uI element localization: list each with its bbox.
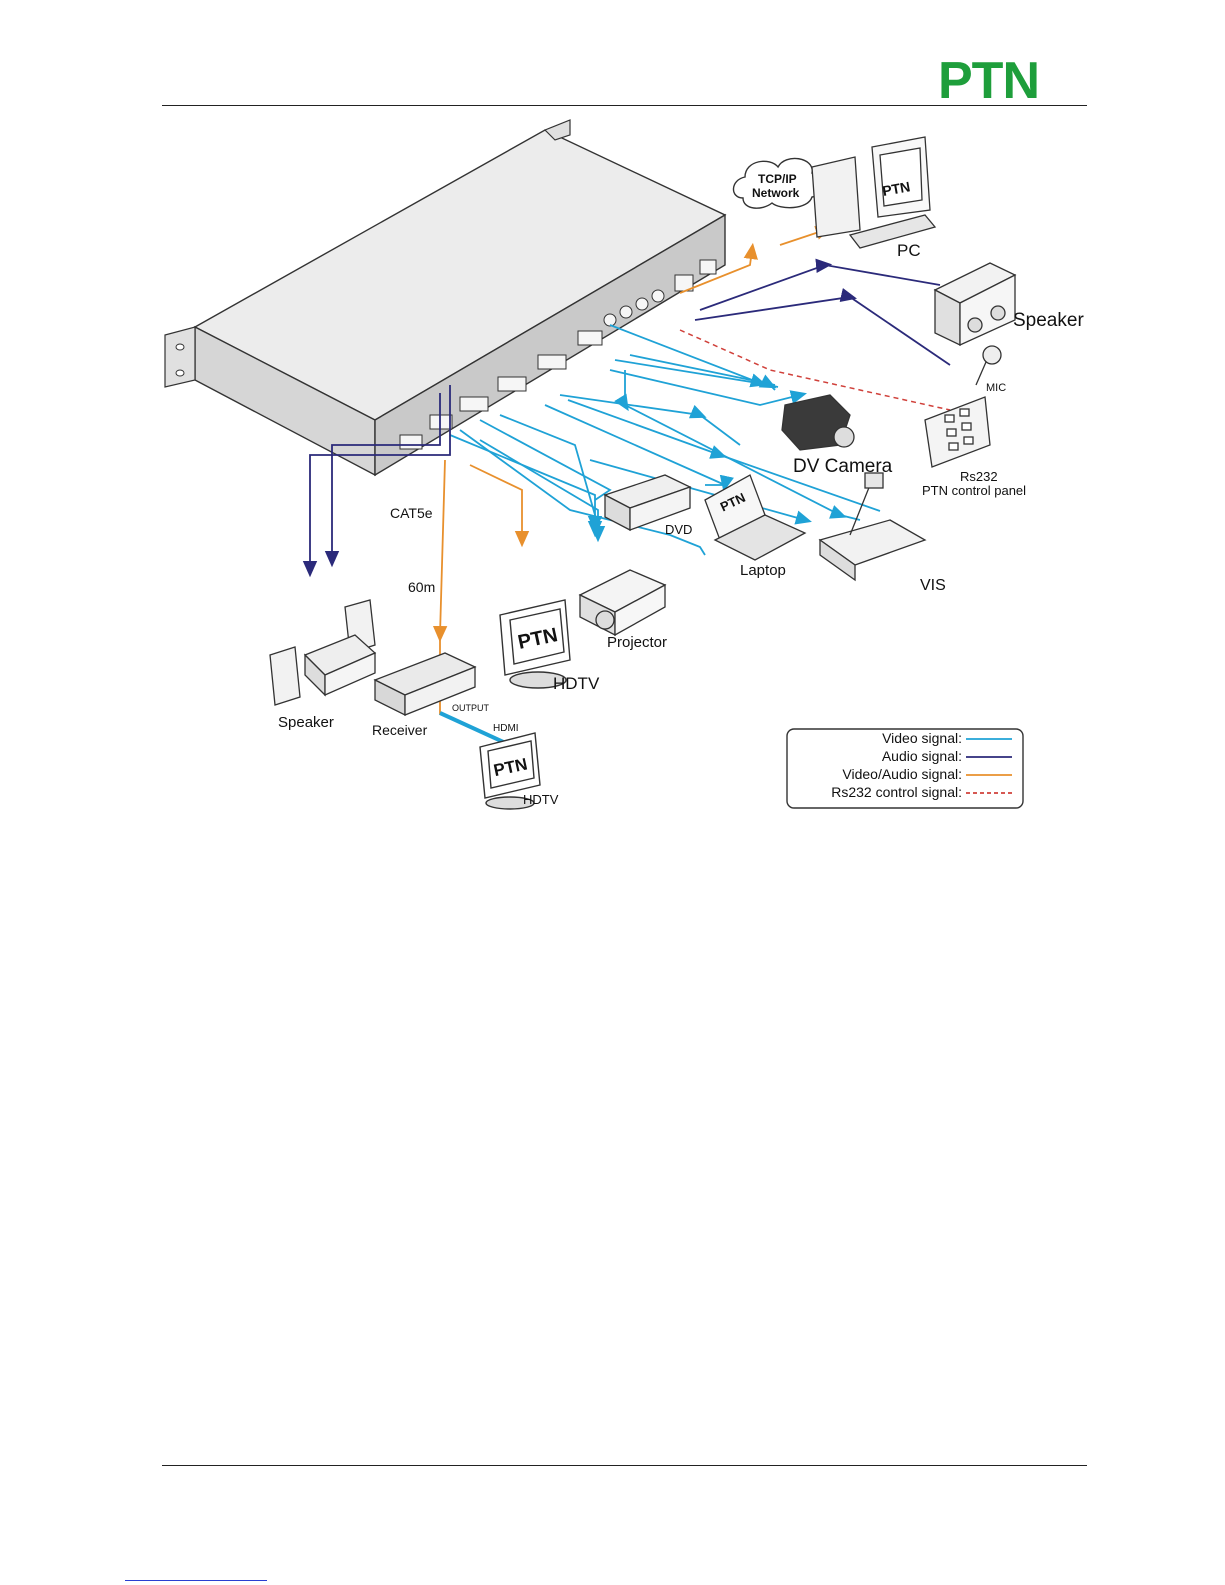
legend-label: Audio signal:: [882, 748, 962, 764]
legend-label: Rs232 control signal:: [831, 784, 962, 800]
dvd-label: DVD: [665, 522, 692, 537]
vis-device: [820, 473, 925, 580]
pc-device: [812, 137, 935, 248]
hdtv-upper-label: HDTV: [553, 674, 600, 693]
left-speaker-system: [270, 600, 375, 705]
network-label-line1: TCP/IP: [758, 172, 797, 186]
distance-label: 60m: [408, 579, 435, 595]
hdtv-lower-label: HDTV: [523, 792, 559, 807]
laptop-label: Laptop: [740, 562, 786, 579]
output-label: OUTPUT: [452, 703, 490, 713]
network-label-line2: Network: [752, 186, 800, 200]
receiver-label: Receiver: [372, 722, 428, 738]
mic-device: [976, 346, 1001, 385]
matrix-switcher-unit: [165, 120, 725, 475]
legend-label: Video/Audio signal:: [842, 766, 962, 782]
ptn-logo: PTN: [938, 58, 1080, 100]
dv-camera-device: [782, 395, 854, 450]
header-rule: [162, 105, 1087, 106]
projector-device: [580, 570, 665, 635]
rs232-panel-device: [925, 397, 990, 467]
logo-text: PTN: [938, 58, 1039, 100]
legend-label: Video signal:: [882, 730, 962, 746]
projector-label: Projector: [607, 634, 667, 651]
hdmi-label: HDMI: [493, 723, 519, 734]
speaker-left-label: Speaker: [278, 714, 334, 731]
right-speaker-device: [935, 263, 1015, 345]
connection-diagram: PTN: [160, 115, 1100, 825]
signal-legend: Video signal: Audio signal: Video/Audio si…: [787, 729, 1023, 808]
rs232-label-line1: Rs232: [960, 469, 998, 484]
cat5e-label: CAT5e: [390, 505, 433, 521]
speaker-right-label: Speaker: [1013, 310, 1084, 331]
vis-label: VIS: [920, 577, 946, 594]
rs232-label-line2: PTN control panel: [922, 483, 1026, 498]
pc-label: PC: [897, 241, 921, 260]
mic-label: MIC: [986, 382, 1006, 394]
dv-camera-label: DV Camera: [793, 456, 893, 477]
footer-rule: [162, 1465, 1087, 1466]
laptop-device: [705, 475, 805, 560]
footer-link-underline: [125, 1580, 267, 1581]
